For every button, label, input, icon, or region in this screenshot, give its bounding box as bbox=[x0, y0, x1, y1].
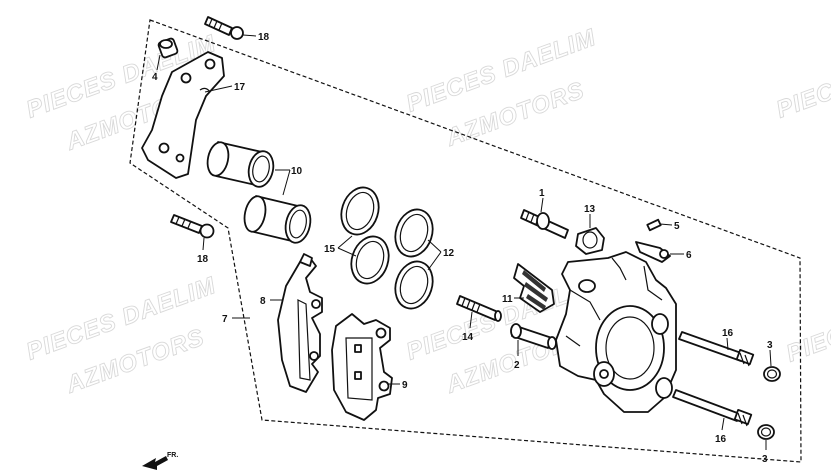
part-labels: 18 4 17 10 18 15 12 8 7 9 14 11 1 13 5 6… bbox=[152, 32, 773, 465]
label-2: 2 bbox=[514, 360, 520, 371]
label-3-upper: 3 bbox=[767, 340, 773, 351]
leader-3-upper bbox=[769, 349, 772, 367]
label-7: 7 bbox=[222, 314, 228, 325]
label-15: 15 bbox=[324, 244, 336, 255]
pin-14 bbox=[456, 295, 502, 322]
leader-1 bbox=[540, 197, 544, 213]
label-14: 14 bbox=[462, 332, 474, 343]
front-direction-indicator: FR. bbox=[142, 452, 178, 470]
label-3-lower: 3 bbox=[762, 454, 768, 465]
boot-13 bbox=[575, 227, 605, 255]
leader-18-lower bbox=[202, 237, 205, 251]
leader-15 bbox=[337, 235, 357, 257]
label-18-lower: 18 bbox=[197, 254, 209, 265]
watermark-pieces-daelim: PIECES DAELIM bbox=[783, 274, 831, 368]
seals-15 bbox=[340, 186, 390, 285]
bolt-16-upper bbox=[678, 331, 755, 367]
label-5: 5 bbox=[674, 221, 680, 232]
label-13: 13 bbox=[584, 204, 596, 215]
leader-16-upper bbox=[726, 337, 729, 351]
leader-5 bbox=[659, 223, 673, 226]
bracket-17 bbox=[141, 51, 225, 179]
leader-17 bbox=[204, 85, 233, 93]
pistons-10 bbox=[206, 141, 312, 244]
bleed-nipple-6 bbox=[635, 241, 671, 263]
arrow-left-icon bbox=[142, 456, 168, 470]
label-11: 11 bbox=[502, 294, 513, 305]
label-18-top: 18 bbox=[258, 32, 270, 43]
label-8: 8 bbox=[260, 296, 266, 307]
brake-pad-8 bbox=[277, 253, 323, 393]
leader-18-top bbox=[242, 34, 257, 37]
label-16-lower: 16 bbox=[715, 434, 727, 445]
bleed-screw-5 bbox=[646, 218, 662, 232]
cap-3-lower bbox=[757, 424, 775, 440]
label-9: 9 bbox=[402, 380, 408, 391]
pin-2 bbox=[510, 323, 557, 350]
leader-12 bbox=[427, 239, 442, 271]
caliper-body bbox=[555, 251, 677, 413]
leader-4 bbox=[156, 54, 161, 71]
bolt-1 bbox=[520, 209, 569, 239]
leader-14 bbox=[469, 311, 473, 329]
watermark-pieces-daelim: PIECES DAELIM bbox=[773, 30, 831, 124]
label-6: 6 bbox=[686, 250, 692, 261]
bolt-18-lower bbox=[170, 214, 215, 239]
label-17: 17 bbox=[234, 82, 246, 93]
direction-label: FR. bbox=[167, 452, 178, 459]
bolt-18-top bbox=[204, 16, 244, 40]
label-4: 4 bbox=[152, 72, 158, 83]
seals-12 bbox=[394, 208, 434, 310]
brake-pad-9 bbox=[331, 313, 393, 421]
label-12: 12 bbox=[443, 248, 455, 259]
label-10: 10 bbox=[291, 166, 303, 177]
leader-10 bbox=[275, 169, 291, 196]
cap-3-upper bbox=[763, 366, 781, 382]
bolt-16-lower bbox=[672, 389, 753, 427]
sleeve-4 bbox=[157, 37, 179, 59]
label-1: 1 bbox=[539, 188, 545, 199]
spring-clip-11 bbox=[513, 263, 555, 313]
assembly-boundary bbox=[129, 19, 802, 463]
label-16-upper: 16 bbox=[722, 328, 734, 339]
leader-16-lower bbox=[721, 417, 725, 431]
